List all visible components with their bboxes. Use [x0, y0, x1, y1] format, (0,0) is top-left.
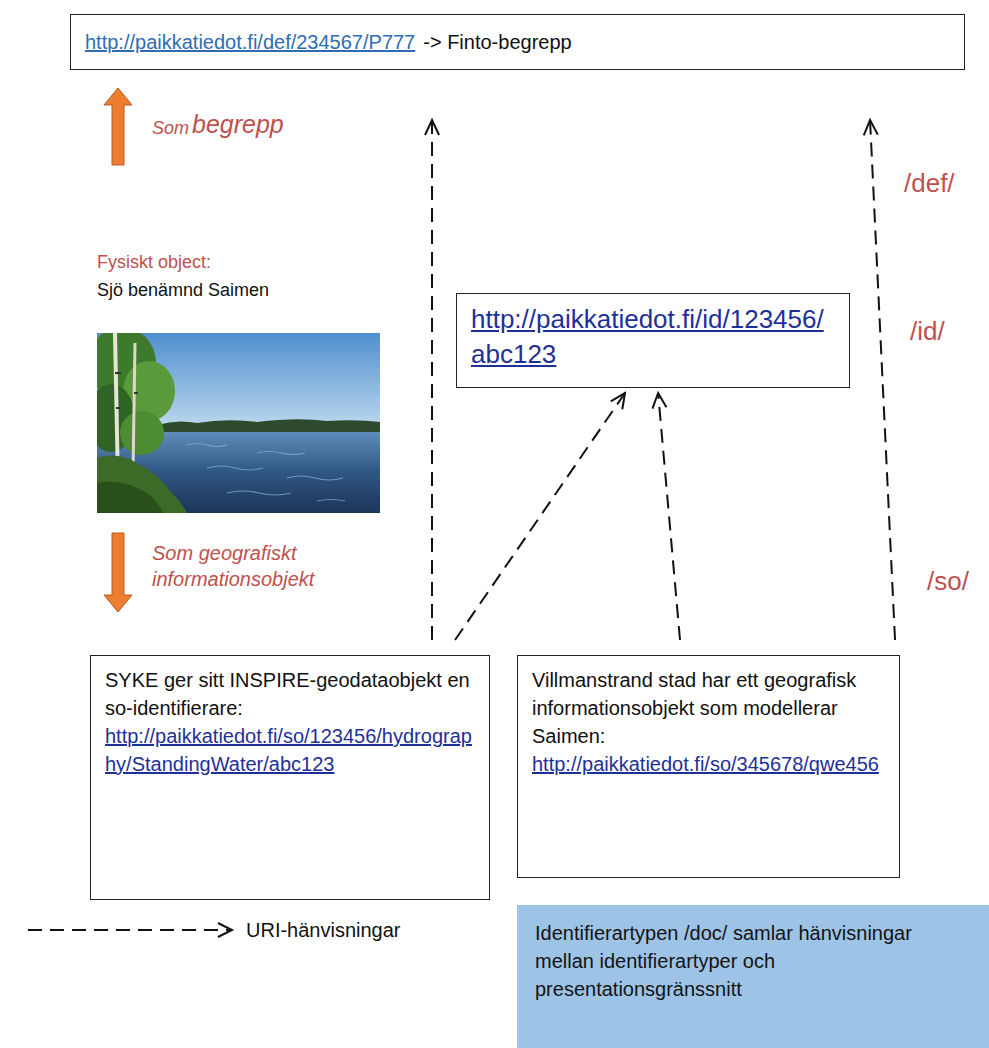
lake-photo [97, 333, 380, 513]
legend-entry: URI-hänvisningar [26, 918, 401, 942]
object-box: Villmanstrand stad har ett geografisk in… [517, 655, 900, 878]
node-text: Villmanstrand stad har ett geografisk in… [532, 666, 885, 750]
node-text: http://paikkatiedot.fi/def/234567/P777 [85, 31, 415, 54]
object-box: SYKE ger sitt INSPIRE-geodataobjekt en s… [90, 655, 490, 900]
object-name: Sjö benämnd Saimen [95, 280, 271, 301]
path-type: /id/ [908, 316, 947, 347]
node-subtext: http://paikkatiedot.fi/so/123456/hydrogr… [105, 722, 475, 778]
down-arrow [104, 533, 132, 612]
node-text: SYKE ger sitt INSPIRE-geodataobjekt en s… [105, 666, 475, 722]
legend-label: URI-hänvisningar [246, 919, 401, 942]
path-type: /so/ [925, 566, 971, 597]
node-subtext: -> Finto-begrepp [423, 31, 571, 54]
up-arrow [104, 88, 132, 165]
caption-text: Som geografiskt informationsobjekt [150, 540, 404, 592]
uri-reference-arrow [870, 120, 895, 640]
legend-sample-line [26, 918, 236, 942]
note-box: Identifierartypen /doc/ samlar hänvisnin… [517, 905, 989, 1048]
uri-reference-arrow [431, 120, 433, 640]
caption-word: begrepp [190, 110, 286, 139]
node-text: Identifierartypen /doc/ samlar hänvisnin… [535, 919, 971, 1003]
uri-box: http://paikkatiedot.fi/id/123456/abc123 [456, 293, 850, 388]
uri-reference-arrow [455, 393, 625, 640]
node-subtext: http://paikkatiedot.fi/so/345678/qwe456 [532, 750, 885, 778]
uri-box: http://paikkatiedot.fi/def/234567/P777 ->… [70, 14, 965, 70]
object-heading: Fysiskt object: [95, 252, 213, 273]
node-text: http://paikkatiedot.fi/id/123456/abc123 [471, 302, 835, 372]
uri-reference-arrow [658, 393, 680, 640]
caption-word: Som [150, 118, 191, 139]
path-type: /def/ [902, 168, 957, 199]
